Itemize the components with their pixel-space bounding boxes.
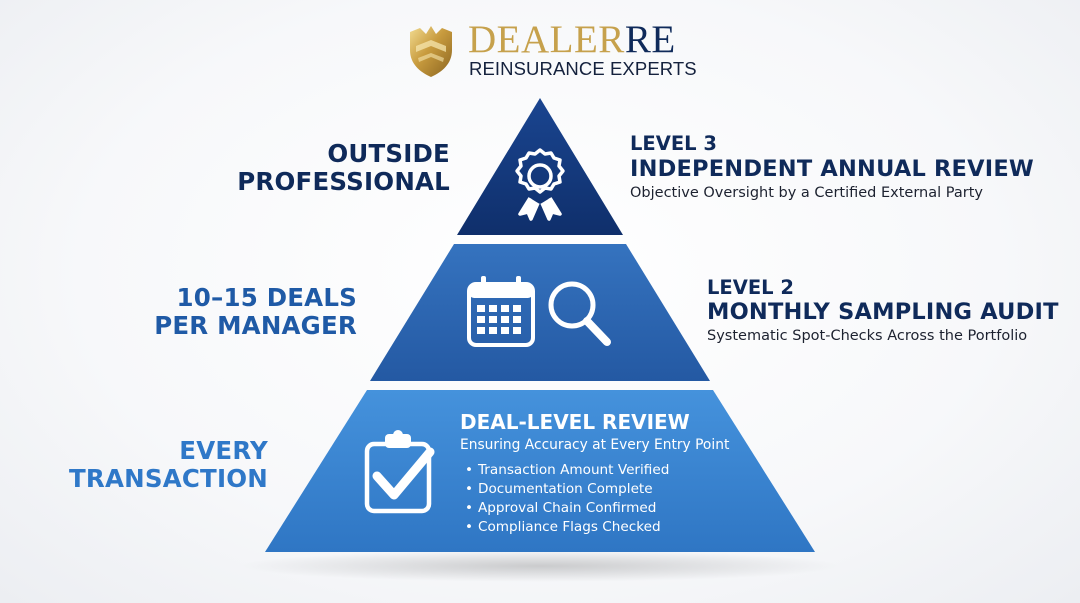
- side-label-line: OUTSIDE: [327, 139, 450, 168]
- side-label-line: EVERY: [179, 436, 268, 465]
- magnifier-icon: [548, 281, 611, 346]
- check-list-item: Transaction Amount Verified: [465, 461, 669, 480]
- level-3-title: INDEPENDENT ANNUAL REVIEW: [630, 156, 1034, 182]
- level-3-number: LEVEL 3: [630, 132, 717, 155]
- side-label-level-3: OUTSIDE PROFESSIONAL: [237, 140, 450, 196]
- deal-level-review-subtitle: Ensuring Accuracy at Every Entry Point: [460, 437, 730, 453]
- check-list-item: Approval Chain Confirmed: [465, 499, 669, 518]
- side-label-line: 10–15 DEALS: [176, 283, 357, 312]
- tier-middle: [370, 244, 710, 381]
- side-label-level-2: 10–15 DEALS PER MANAGER: [154, 284, 357, 340]
- logo: DEALERRE REINSURANCE EXPERTS: [406, 20, 697, 80]
- level-3-description: Objective Oversight by a Certified Exter…: [630, 185, 983, 201]
- check-list-item: Documentation Complete: [465, 480, 669, 499]
- level-2-description: Systematic Spot-Checks Across the Portfo…: [707, 328, 1028, 344]
- shield-logo-icon: [410, 26, 452, 77]
- logo-wordmark: DEALERRE: [468, 20, 676, 60]
- calendar-icon: [467, 276, 535, 347]
- clipboard-check-icon: [364, 430, 435, 514]
- award-ribbon-icon: [515, 148, 565, 221]
- logo-tagline: REINSURANCE EXPERTS: [469, 58, 697, 79]
- level-2-number: LEVEL 2: [707, 276, 794, 299]
- side-label-line: PROFESSIONAL: [237, 167, 450, 196]
- logo-word-gold: DEALER: [468, 18, 625, 61]
- side-label-level-1: EVERY TRANSACTION: [69, 437, 268, 493]
- check-list: Transaction Amount Verified Documentatio…: [465, 461, 669, 537]
- level-2-title: MONTHLY SAMPLING AUDIT: [707, 299, 1059, 325]
- side-label-line: PER MANAGER: [154, 311, 357, 340]
- side-label-line: TRANSACTION: [69, 464, 268, 493]
- check-list-item: Compliance Flags Checked: [465, 518, 669, 537]
- logo-word-navy: RE: [624, 18, 676, 61]
- deal-level-review-title: DEAL-LEVEL REVIEW: [460, 410, 690, 434]
- pyramid-shadow: [240, 550, 840, 582]
